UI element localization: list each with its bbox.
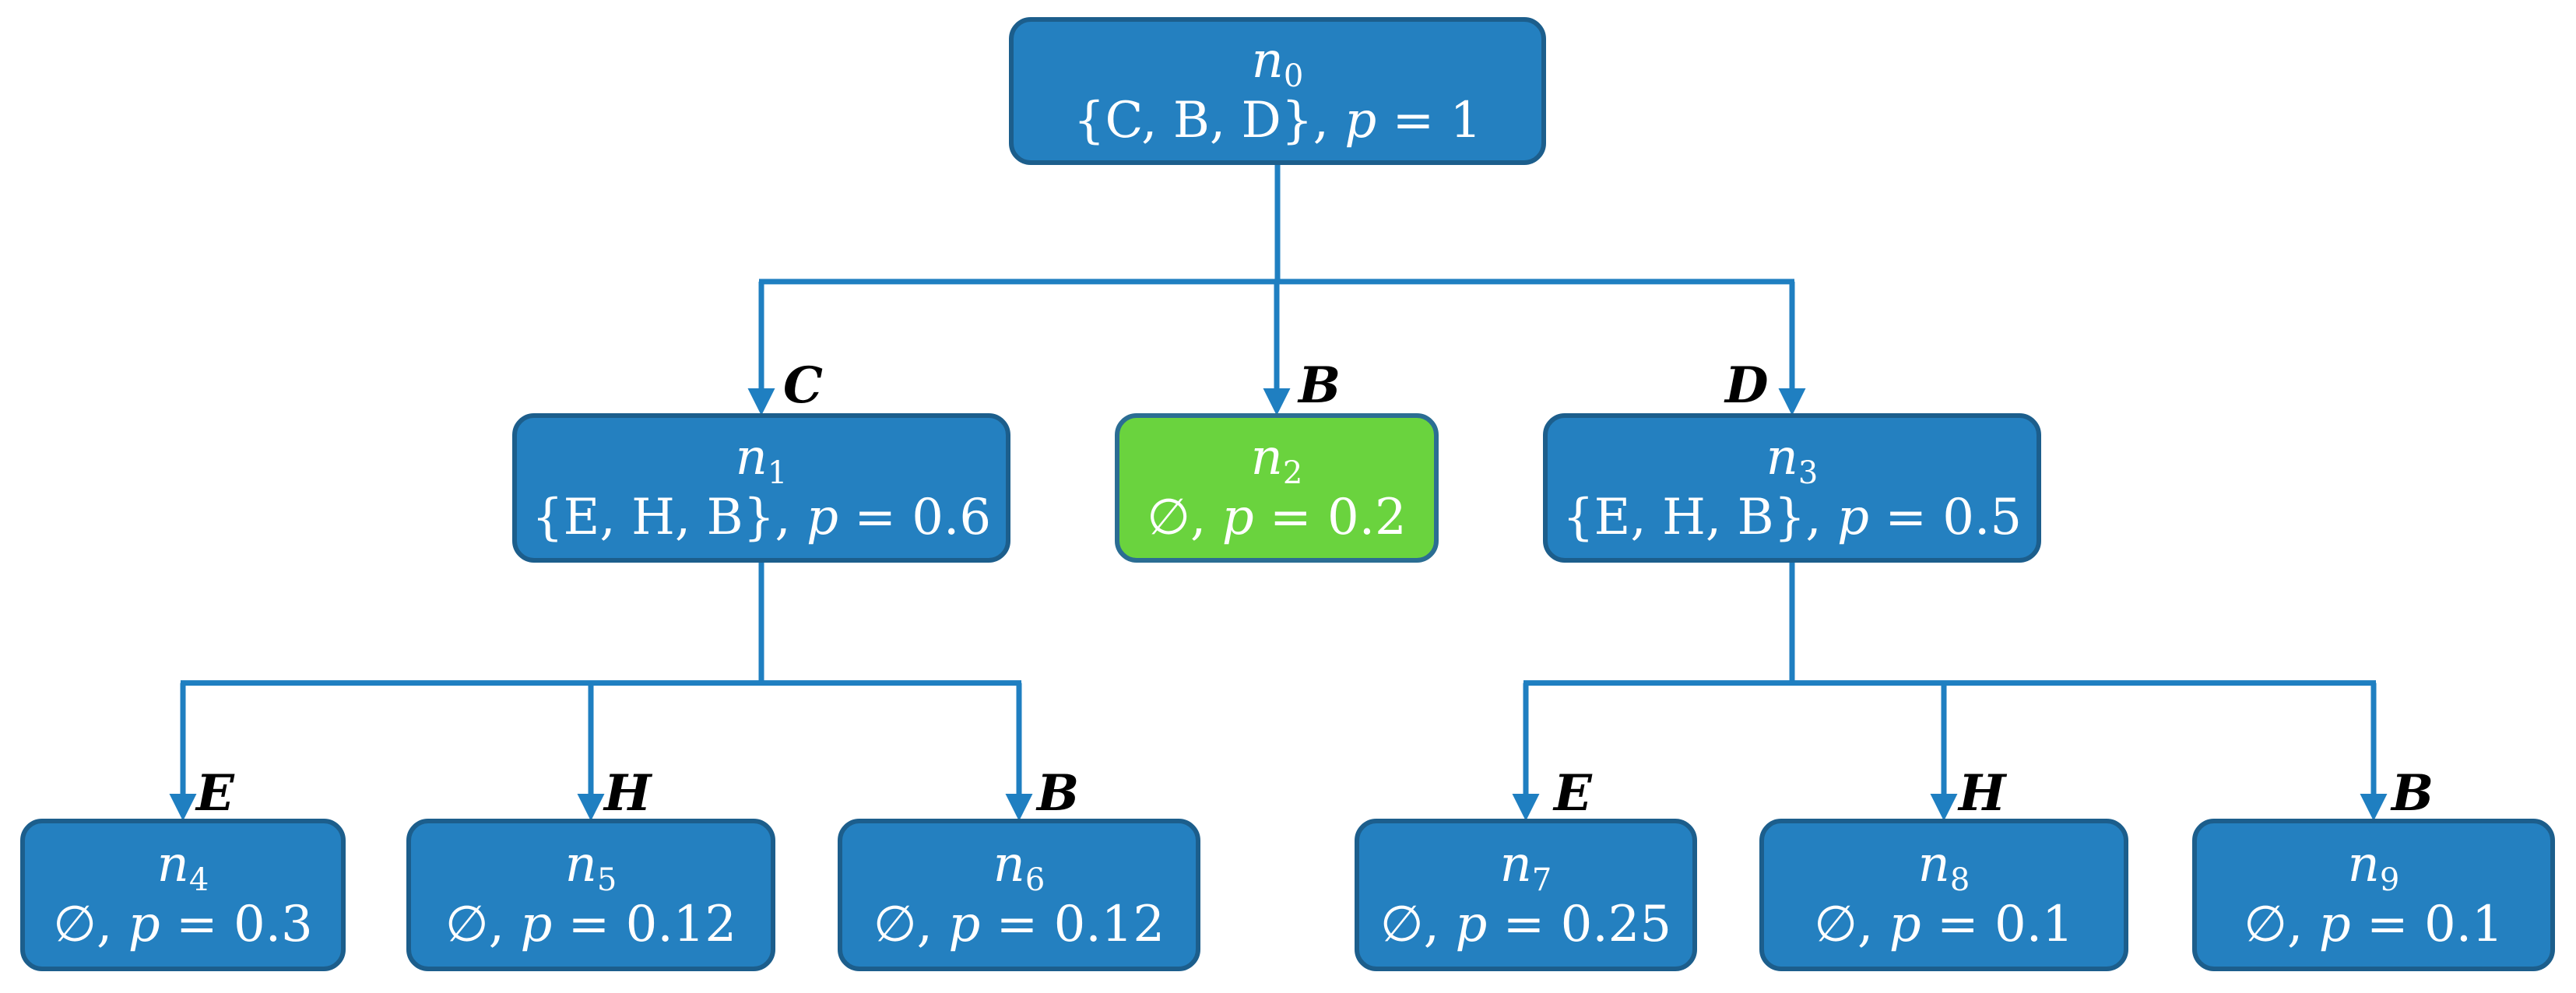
node-n8-label: ∅, p = 0.1 bbox=[1814, 896, 2074, 954]
node-n7-name: n7 bbox=[1499, 836, 1552, 899]
edge-label-n1-n5: H bbox=[604, 764, 652, 823]
edge-label-n1-n4: E bbox=[196, 764, 234, 823]
node-n7-label: ∅, p = 0.25 bbox=[1379, 896, 1672, 954]
node-n3: n3 {E, H, B}, p = 0.5 bbox=[1543, 413, 2041, 563]
node-n3-label: {E, H, B}, p = 0.5 bbox=[1562, 489, 2022, 547]
node-n9: n9 ∅, p = 0.1 bbox=[2192, 819, 2555, 971]
edge-label-n3-n9: B bbox=[2391, 764, 2434, 823]
node-n8: n8 ∅, p = 0.1 bbox=[1759, 819, 2128, 971]
node-n2-name: n2 bbox=[1250, 429, 1303, 492]
edge-label-n3-n7: E bbox=[1554, 764, 1592, 823]
node-n6-name: n6 bbox=[993, 836, 1046, 899]
node-n0: n0 {C, B, D}, p = 1 bbox=[1009, 17, 1546, 165]
edge-label-n1-n6: B bbox=[1037, 764, 1080, 823]
node-n5-label: ∅, p = 0.12 bbox=[445, 896, 737, 954]
edge-label-n3-n8: H bbox=[1959, 764, 2006, 823]
node-n9-name: n9 bbox=[2347, 836, 2400, 899]
node-n6-label: ∅, p = 0.12 bbox=[873, 896, 1165, 954]
node-n4-label: ∅, p = 0.3 bbox=[53, 896, 313, 954]
node-n1-label: {E, H, B}, p = 0.6 bbox=[531, 489, 992, 547]
node-n0-label: {C, B, D}, p = 1 bbox=[1073, 92, 1482, 150]
edge-label-n0-n2: B bbox=[1299, 356, 1341, 415]
node-n4-name: n4 bbox=[156, 836, 209, 899]
node-n1-name: n1 bbox=[735, 429, 788, 492]
node-n8-name: n8 bbox=[1917, 836, 1970, 899]
node-n6: n6 ∅, p = 0.12 bbox=[838, 819, 1200, 971]
node-n3-name: n3 bbox=[1766, 429, 1819, 492]
node-n9-label: ∅, p = 0.1 bbox=[2244, 896, 2504, 954]
node-n1: n1 {E, H, B}, p = 0.6 bbox=[512, 413, 1010, 563]
node-n0-name: n0 bbox=[1251, 32, 1304, 95]
node-n2: n2 ∅, p = 0.2 bbox=[1115, 413, 1439, 563]
node-n5: n5 ∅, p = 0.12 bbox=[406, 819, 775, 971]
node-n2-label: ∅, p = 0.2 bbox=[1147, 489, 1407, 547]
node-n7: n7 ∅, p = 0.25 bbox=[1355, 819, 1697, 971]
node-n5-name: n5 bbox=[564, 836, 617, 899]
edge-label-n0-n1: C bbox=[783, 356, 823, 415]
edge-label-n0-n3: D bbox=[1725, 356, 1769, 415]
node-n4: n4 ∅, p = 0.3 bbox=[20, 819, 346, 971]
